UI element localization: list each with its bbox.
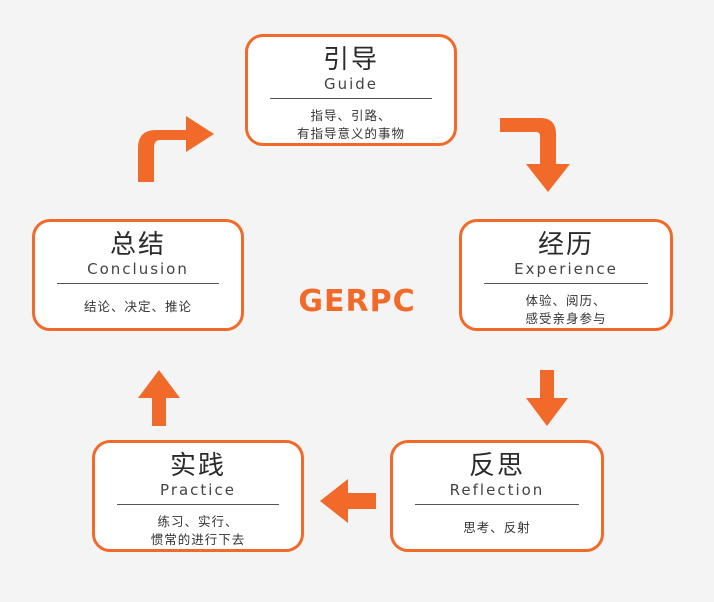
node-reflection: 反思 Reflection 思考、反射 [390,440,604,552]
node-guide-desc: 指导、引路、 有指导意义的事物 [248,107,454,143]
node-practice-desc: 练习、实行、 惯常的进行下去 [95,513,301,549]
node-guide-subtitle: Guide [270,75,432,99]
node-experience-desc-line1: 体验、阅历、 [525,293,607,308]
node-experience-desc: 体验、阅历、 感受亲身参与 [462,292,670,328]
node-practice-desc-line1: 练习、实行、 [157,514,239,529]
node-conclusion-title: 总结 [109,230,166,260]
node-conclusion-desc-line1: 结论、决定、推论 [83,299,192,314]
node-experience-title: 经历 [537,230,594,260]
center-label: GERPC [298,284,416,319]
node-conclusion: 总结 Conclusion 结论、决定、推论 [32,219,244,331]
arrow-conclusion-to-guide [138,116,214,182]
node-conclusion-desc: 结论、决定、推论 [35,298,241,316]
node-practice-desc-line2: 惯常的进行下去 [150,532,246,547]
arrow-practice-to-conclusion [138,370,180,426]
node-experience: 经历 Experience 体验、阅历、 感受亲身参与 [459,219,673,331]
node-guide: 引导 Guide 指导、引路、 有指导意义的事物 [245,34,457,146]
node-reflection-desc-line1: 思考、反射 [463,520,531,535]
node-guide-desc-line1: 指导、引路、 [310,108,392,123]
arrow-guide-to-experience [500,118,570,192]
node-experience-subtitle: Experience [484,260,648,284]
node-practice-title: 实践 [169,451,226,481]
node-practice: 实践 Practice 练习、实行、 惯常的进行下去 [92,440,304,552]
node-guide-desc-line2: 有指导意义的事物 [296,126,405,141]
node-guide-title: 引导 [322,45,379,75]
node-reflection-desc: 思考、反射 [393,519,601,537]
node-conclusion-subtitle: Conclusion [57,260,219,284]
arrow-experience-to-reflection [526,370,568,426]
node-practice-subtitle: Practice [117,481,279,505]
node-experience-desc-line2: 感受亲身参与 [525,311,607,326]
arrow-reflection-to-practice [320,479,376,523]
node-reflection-title: 反思 [468,451,525,481]
node-reflection-subtitle: Reflection [415,481,579,505]
